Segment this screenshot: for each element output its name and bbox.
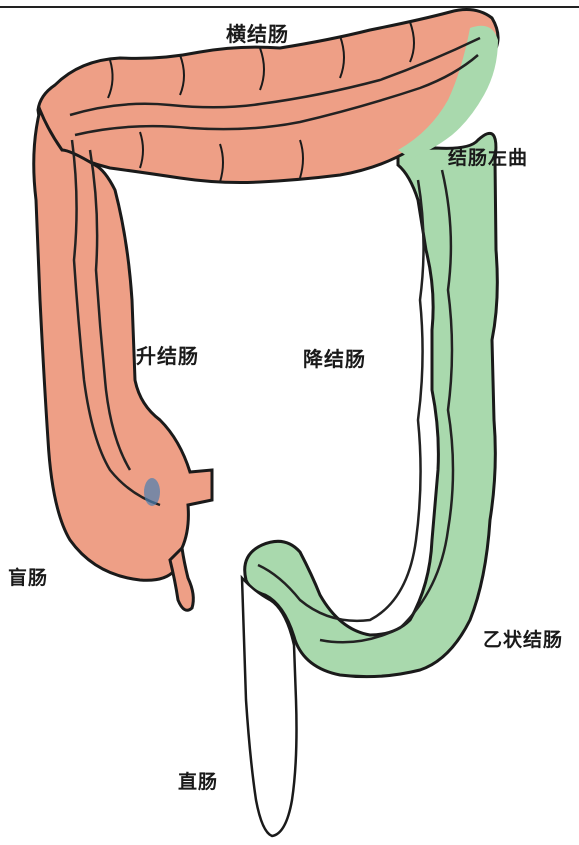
label-left-colic-flexure: 结肠左曲 bbox=[448, 143, 528, 170]
label-ascending-colon: 升结肠 bbox=[136, 340, 199, 369]
label-cecum: 盲肠 bbox=[8, 563, 48, 590]
label-rectum: 直肠 bbox=[178, 767, 218, 794]
label-sigmoid-colon: 乙状结肠 bbox=[483, 625, 563, 652]
appendix-shape bbox=[170, 548, 193, 610]
descending-sigmoid-colon-shape bbox=[245, 133, 498, 676]
label-transverse-colon: 横结肠 bbox=[226, 18, 289, 47]
ileocecal-mark bbox=[144, 478, 160, 506]
label-descending-colon: 降结肠 bbox=[303, 343, 366, 372]
